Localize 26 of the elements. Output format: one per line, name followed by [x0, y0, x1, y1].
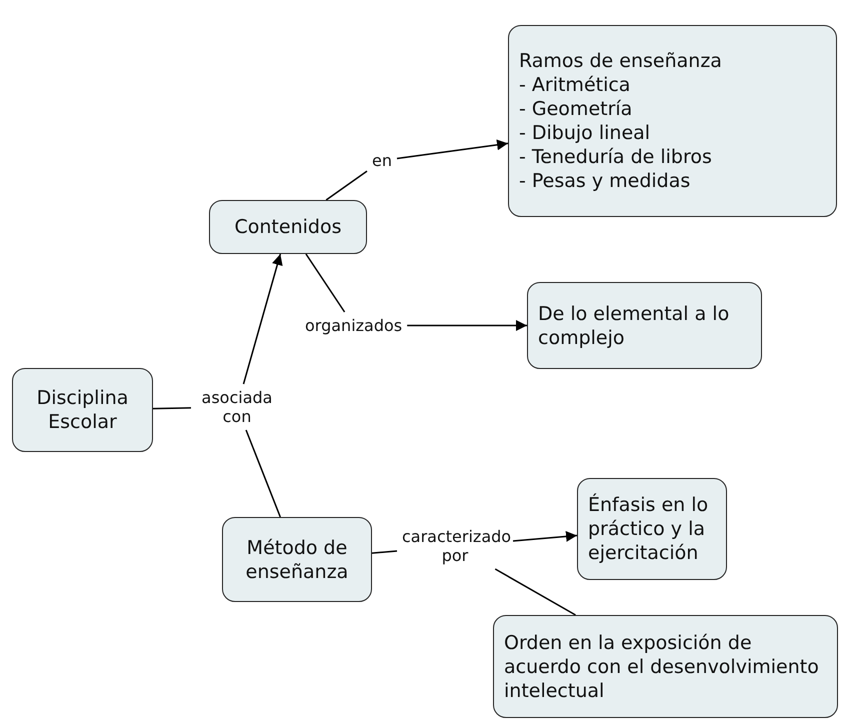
connector-line — [326, 170, 368, 201]
list-item: - Teneduría de libros — [519, 145, 713, 169]
concept-text: Énfasis en lo práctico y la ejercitación — [588, 493, 710, 565]
concept-text: Método de enseñanza — [244, 536, 350, 584]
linking-phrase: asociada con — [194, 387, 280, 427]
list-item: - Pesas y medidas — [519, 169, 692, 193]
connector-line — [372, 550, 398, 554]
arrow — [512, 530, 578, 542]
concept-heading: Ramos de enseñanza — [519, 49, 723, 73]
connector-line — [245, 430, 281, 518]
linking-phrase: en — [370, 150, 394, 171]
arrow — [396, 139, 508, 160]
list-item: - Dibujo lineal — [519, 121, 652, 145]
connector-line — [305, 254, 346, 312]
concept-text: Orden en la exposición de acuerdo con el desenvolvimiento intelectual — [504, 630, 820, 702]
arrow — [242, 254, 283, 384]
arrow — [407, 320, 527, 331]
connector-line — [152, 407, 192, 410]
linking-phrase: organizados — [303, 315, 404, 336]
list-item: - Aritmética — [519, 73, 632, 97]
connector-line — [494, 568, 576, 616]
concept-text: Disciplina Escolar — [36, 386, 130, 434]
concept-text: Contenidos — [234, 215, 342, 239]
linking-phrase: caracterizado por — [400, 526, 510, 566]
concept-text: De lo elemental a lo complejo — [538, 302, 730, 350]
list-item: - Geometría — [519, 97, 634, 121]
